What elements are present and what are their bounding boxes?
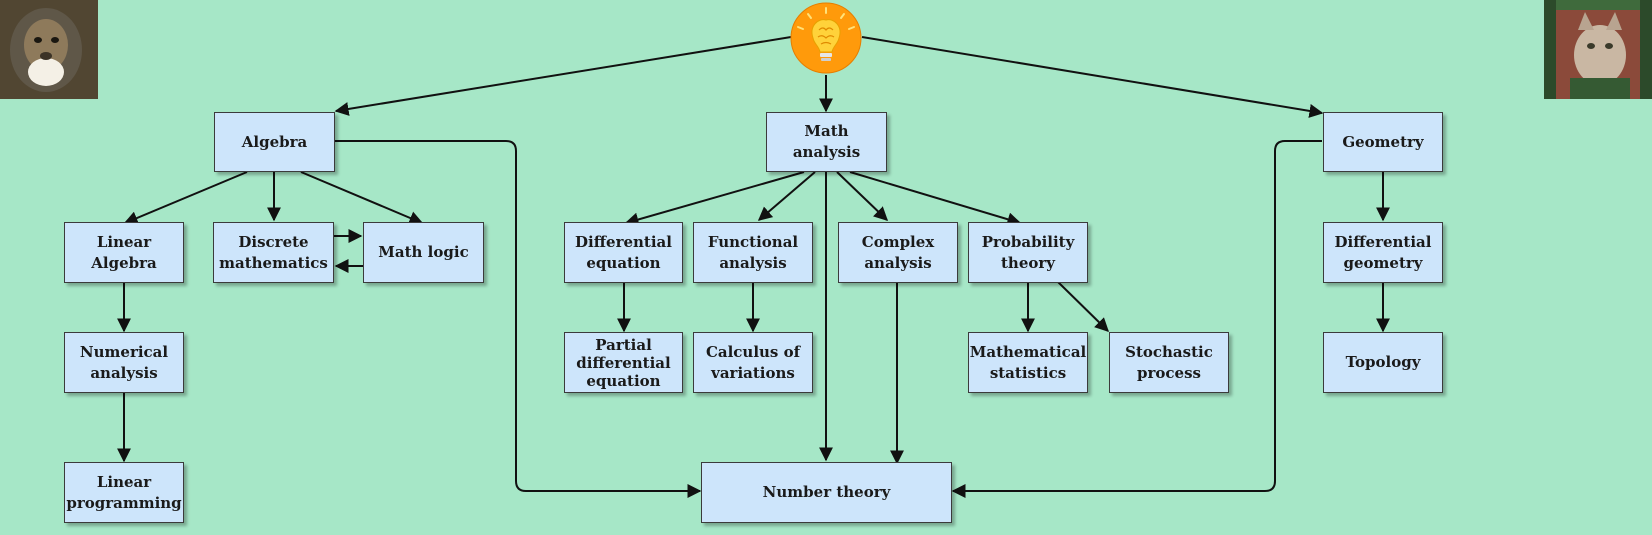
node-probability-theory[interactable]: Probability theory — [968, 222, 1088, 283]
edge-analysis-complex — [836, 171, 889, 221]
node-number-theory[interactable]: Number theory — [701, 462, 952, 523]
cat-photo — [1544, 0, 1652, 99]
node-partial-differential-equation[interactable]: Partial differential equation — [564, 332, 683, 393]
edge-algebra-number-theory — [335, 140, 702, 498]
node-complex-analysis[interactable]: Complex analysis — [838, 222, 958, 283]
node-functional-analysis[interactable]: Functional analysis — [693, 222, 813, 283]
node-discrete-mathematics[interactable]: Discrete mathematics — [213, 222, 334, 283]
edge-root-algebra — [334, 36, 792, 116]
node-math-logic[interactable]: Math logic — [363, 222, 484, 283]
edge-analysis-functional — [757, 171, 816, 221]
edge-analysis-differential-equation — [624, 171, 805, 227]
edge-analysis-probability — [849, 171, 1022, 227]
node-math-analysis[interactable]: Math analysis — [766, 112, 887, 172]
edge-algebra-math-logic — [300, 171, 424, 225]
edge-algebra-linear-algebra — [123, 171, 248, 225]
node-mathematical-statistics[interactable]: Mathematical statistics — [968, 332, 1088, 393]
node-topology[interactable]: Topology — [1323, 332, 1443, 393]
monkey-photo — [0, 0, 98, 99]
node-stochastic-process[interactable]: Stochastic process — [1109, 332, 1229, 393]
edge-geometry-number-theory — [951, 140, 1322, 498]
edge-probability-stochastic — [1056, 280, 1109, 332]
node-algebra[interactable]: Algebra — [214, 112, 335, 172]
node-differential-equation[interactable]: Differential equation — [564, 222, 683, 283]
edges — [117, 36, 1390, 498]
node-linear-algebra[interactable]: Linear Algebra — [64, 222, 184, 283]
lightbulb-brain-icon — [790, 2, 862, 74]
node-linear-programming[interactable]: Linear programming — [64, 462, 184, 523]
node-differential-geometry[interactable]: Differential geometry — [1323, 222, 1443, 283]
node-calculus-of-variations[interactable]: Calculus of variations — [693, 332, 813, 393]
node-geometry[interactable]: Geometry — [1323, 112, 1443, 172]
edge-root-geometry — [861, 36, 1324, 118]
node-numerical-analysis[interactable]: Numerical analysis — [64, 332, 184, 393]
